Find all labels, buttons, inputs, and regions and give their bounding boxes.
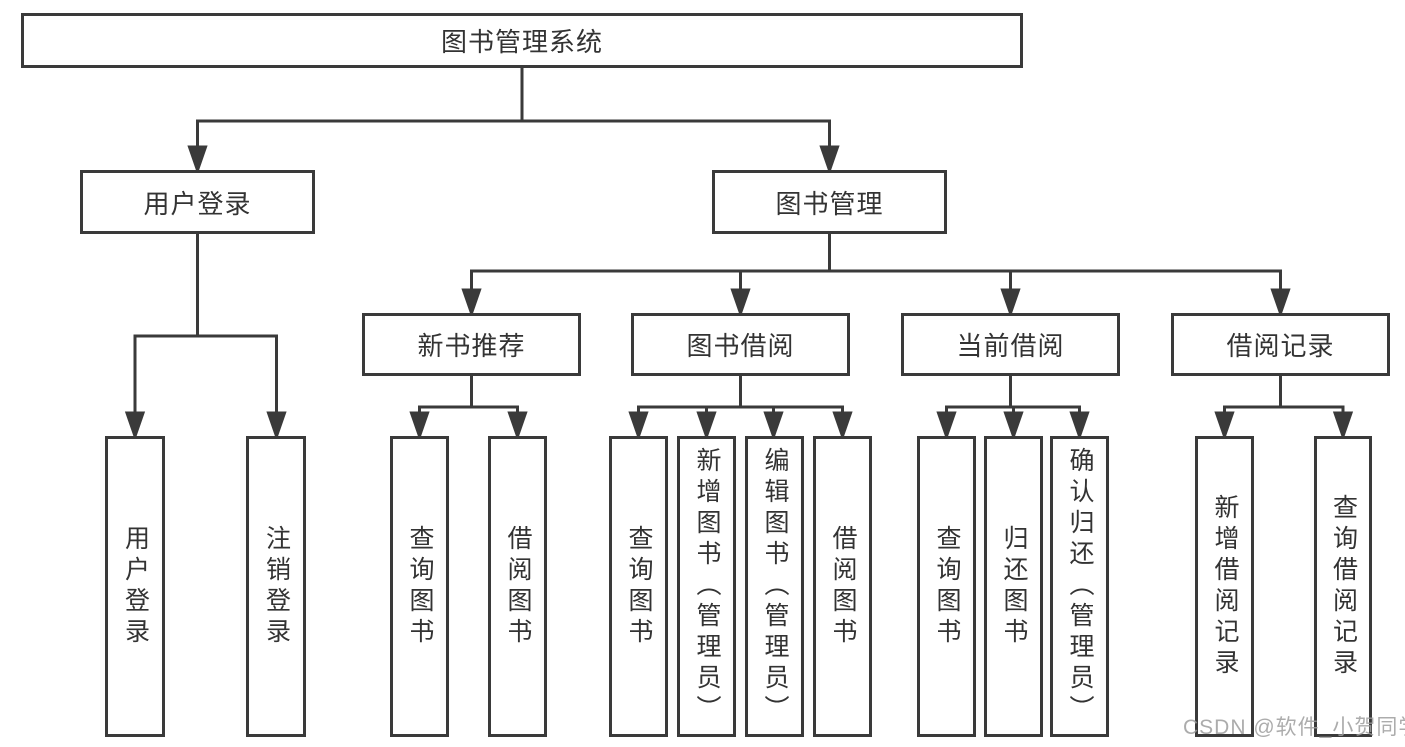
node-book-management: 图书管理 <box>712 170 947 234</box>
leaf-edit-book-admin: 编辑图书（管理员） <box>745 436 804 737</box>
node-book-borrowing: 图书借阅 <box>631 313 850 376</box>
node-new-book-recommendation: 新书推荐 <box>362 313 581 376</box>
leaf-return-books: 归还图书 <box>984 436 1043 737</box>
node-label: 归还图书 <box>1000 524 1028 649</box>
node-label: 新增借阅记录 <box>1211 493 1239 680</box>
node-label: 用户登录 <box>143 188 252 219</box>
leaf-logout: 注销登录 <box>246 436 306 737</box>
leaf-user-login: 用户登录 <box>105 436 165 737</box>
node-label: 借阅记录 <box>1226 331 1335 361</box>
node-label: 确认归还（管理员） <box>1066 447 1094 726</box>
node-label: 编辑图书（管理员） <box>761 447 789 726</box>
leaf-confirm-return-admin: 确认归还（管理员） <box>1050 436 1109 737</box>
node-label: 当前借阅 <box>956 331 1065 361</box>
node-current-borrowing: 当前借阅 <box>901 313 1120 376</box>
leaf-borrow-books: 借阅图书 <box>813 436 872 737</box>
leaf-add-borrow-record: 新增借阅记录 <box>1195 436 1254 737</box>
node-label: 查询借阅记录 <box>1329 493 1358 680</box>
node-borrowing-records: 借阅记录 <box>1171 313 1390 376</box>
node-label: 用户登录 <box>121 524 150 649</box>
node-label: 图书借阅 <box>686 331 795 361</box>
leaf-add-book-admin: 新增图书（管理员） <box>677 436 736 737</box>
node-user-login: 用户登录 <box>80 170 315 234</box>
node-label: 查询图书 <box>933 524 961 649</box>
node-label: 借阅图书 <box>829 524 857 649</box>
leaf-query-books-borrow: 查询图书 <box>609 436 668 737</box>
node-label: 查询图书 <box>406 524 434 649</box>
node-library-management-system: 图书管理系统 <box>21 13 1023 68</box>
node-label: 查询图书 <box>625 524 653 649</box>
node-label: 图书管理 <box>775 188 884 219</box>
watermark-text: CSDN @软件_小贺同学 <box>1183 716 1405 739</box>
node-label: 图书管理系统 <box>440 27 603 57</box>
node-label: 注销登录 <box>262 524 291 649</box>
node-label: 借阅图书 <box>504 524 532 649</box>
leaf-query-borrow-record: 查询借阅记录 <box>1314 436 1372 737</box>
node-label: 新书推荐 <box>417 331 526 361</box>
node-label: 新增图书（管理员） <box>693 447 721 726</box>
leaf-borrow-books-recommend: 借阅图书 <box>488 436 547 737</box>
leaf-query-books-current: 查询图书 <box>917 436 976 737</box>
leaf-query-books-recommend: 查询图书 <box>390 436 449 737</box>
